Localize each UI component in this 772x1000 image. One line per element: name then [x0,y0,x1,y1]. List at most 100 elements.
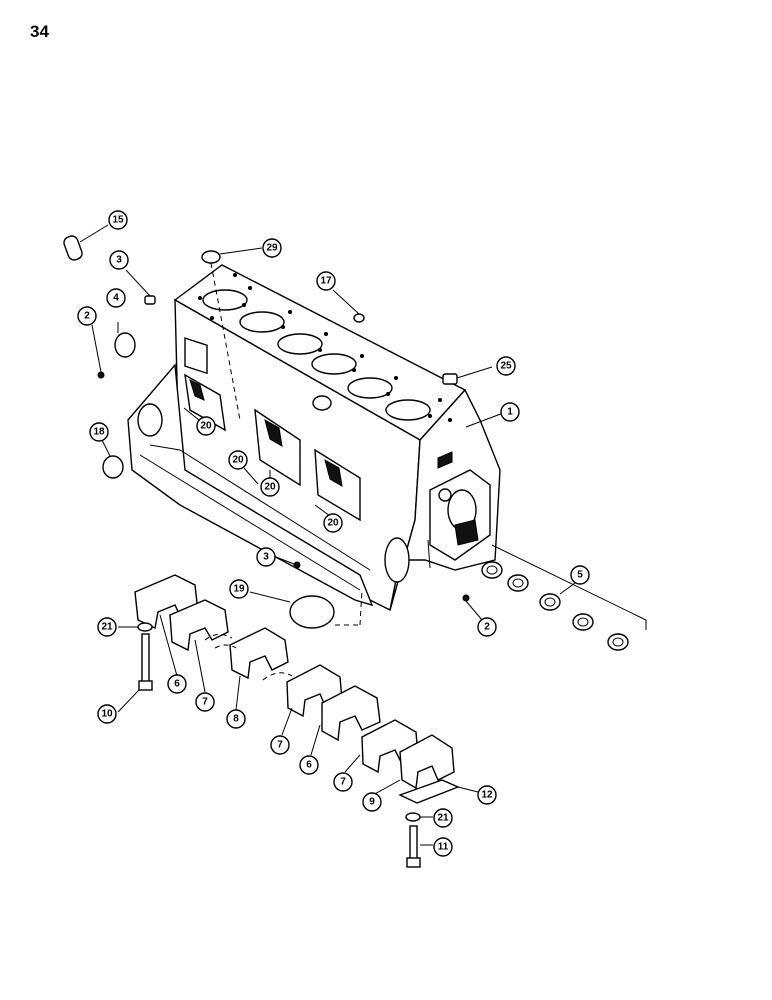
callout-circle [226,709,246,729]
page-number: 34 [30,22,49,41]
head-bolt-holes [198,273,452,422]
callout-label: 19 [233,584,245,595]
callout-label: 20 [264,482,276,493]
callout-label: 9 [369,797,375,808]
callout-4: 4 [106,288,126,308]
cylinder-block [127,264,501,612]
callout-circle [256,547,276,567]
callout-label: 2 [84,311,90,322]
callout-label: 10 [101,709,113,720]
callout-circle [228,450,248,470]
callout-circle [323,513,343,533]
callout-circle [477,617,497,637]
callout-circle [229,579,249,599]
callout-circle [106,288,126,308]
callout-circle [89,422,109,442]
bolt-and-washer-front [117,622,153,713]
callout-circle [97,704,117,724]
callout-8: 8 [226,709,246,729]
expansion-plug-top [201,247,263,421]
callout-2: 2 [477,617,497,637]
callout-label: 12 [481,790,493,801]
fitting [442,366,493,385]
bolt-and-washer-rear [405,812,433,868]
callout-label: 17 [320,276,332,287]
callout-25: 25 [496,356,516,376]
callout-label: 20 [232,455,244,466]
callout-label: 11 [438,842,449,853]
callout-circle [433,808,453,828]
dowel-pin [63,224,109,261]
callout-label: 18 [93,427,105,438]
pipe-plug-small [125,269,156,305]
callout-circle [500,402,520,422]
callout-7: 7 [195,692,215,712]
callout-5: 5 [570,565,590,585]
block-side-windows [184,337,361,522]
callout-label: 6 [174,679,180,690]
callout-circle [362,792,382,812]
callout-18: 18 [89,422,109,442]
callout-19: 19 [229,579,249,599]
callout-label: 21 [437,813,449,824]
callout-3: 3 [109,250,129,270]
callout-label: 8 [233,714,239,725]
main-bearing-caps [134,574,455,790]
callout-9: 9 [362,792,382,812]
callout-circle [77,306,97,326]
pipe-plug-rear [462,594,483,621]
cup-plug [332,289,365,323]
callout-10: 10 [97,704,117,724]
shim-plate [398,779,479,804]
callout-circle [316,271,336,291]
callout-label: 6 [306,760,312,771]
callout-15: 15 [108,210,128,230]
callout-label: 4 [113,293,119,304]
pipe-plug-lower [275,556,301,569]
callout-1: 1 [500,402,520,422]
callout-label: 7 [202,697,208,708]
cover-plate [249,589,363,629]
callout-circle [299,755,319,775]
callout-label: 25 [500,361,512,372]
callout-7: 7 [333,772,353,792]
callout-label: 21 [101,622,113,633]
callout-label: 5 [577,570,583,581]
callout-label: 3 [263,552,269,563]
callout-17: 17 [316,271,336,291]
callout-circle [333,772,353,792]
callout-label: 15 [112,215,124,226]
callout-label: 29 [266,243,278,254]
callout-label: 20 [327,518,339,529]
callout-21: 21 [433,808,453,828]
callout-circle [433,837,453,857]
callout-20: 20 [196,416,216,436]
callout-circle [270,735,290,755]
callout-circle [167,674,187,694]
callout-6: 6 [299,755,319,775]
rear-plug [101,439,124,479]
camshaft-bearings [481,544,647,651]
callout-20: 20 [228,450,248,470]
callout-label: 1 [507,407,513,418]
callout-12: 12 [477,785,497,805]
callout-label: 2 [484,622,490,633]
pipe-plug-front [91,324,105,379]
welch-plug [114,322,136,358]
callout-circle [570,565,590,585]
callout-circle [195,692,215,712]
callout-label: 20 [200,421,212,432]
callout-circle [260,477,280,497]
callout-circle [97,617,117,637]
callout-20: 20 [323,513,343,533]
callout-circle [477,785,497,805]
callout-label: 3 [116,255,122,266]
callout-2: 2 [77,306,97,326]
callout-circle [496,356,516,376]
block-rear-features [384,451,491,583]
callout-circle [108,210,128,230]
callout-label: 7 [340,777,346,788]
